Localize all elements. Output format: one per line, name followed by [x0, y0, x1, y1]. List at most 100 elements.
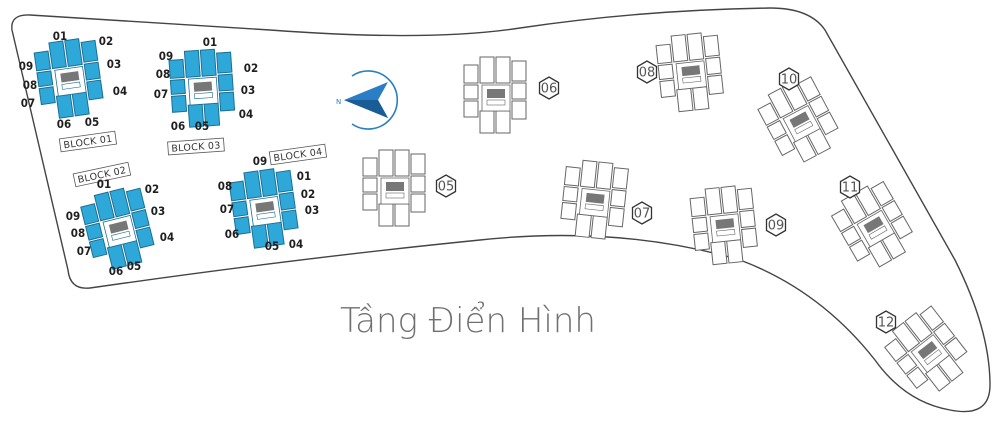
unit-number-label: 05 [85, 115, 99, 129]
unit-shape [774, 134, 796, 157]
unit-shape [410, 153, 426, 175]
unit-shape [170, 94, 188, 113]
tower-footprint [362, 149, 426, 227]
core-shape [487, 89, 505, 98]
block-number-label: 06 [541, 82, 558, 97]
unit-number-label: 01 [97, 177, 111, 191]
unit-number-label: 08 [71, 226, 85, 240]
unit-shape [891, 321, 921, 353]
unit-shape [511, 82, 527, 100]
unit-shape [560, 201, 578, 221]
core-shape [255, 201, 275, 213]
unit-shape [64, 38, 83, 67]
block-name-label: BLOCK 03 [171, 140, 221, 154]
block-tag-frame [58, 130, 118, 153]
tower-units [362, 149, 426, 227]
core-shape [681, 65, 701, 77]
unit-shape [906, 366, 929, 389]
unit-number-label: 04 [113, 84, 127, 98]
core-shape [386, 182, 404, 191]
block-10[interactable]: 10 [754, 67, 844, 170]
core-shape [789, 111, 810, 128]
unit-number-label: 03 [305, 203, 319, 217]
unit-shape [870, 180, 894, 207]
block-11[interactable]: 11 [828, 175, 920, 275]
block-number-badge: 08 [636, 60, 658, 84]
unit-shape [463, 100, 479, 118]
unit-shape [881, 199, 903, 223]
unit-number-label: 03 [107, 57, 121, 71]
unit-shape [720, 185, 739, 214]
unit-shape [692, 86, 710, 111]
unit-shape [659, 79, 676, 98]
hexagon-shape [435, 174, 457, 198]
block-number-badge: 07 [631, 201, 653, 225]
unit-shape [562, 185, 579, 203]
block-09[interactable]: 09 [689, 184, 787, 266]
corridor-shape [486, 99, 506, 106]
lobby-shape [709, 213, 742, 244]
unit-number-label: 04 [289, 237, 303, 251]
unit-shape [609, 188, 627, 208]
unit-shape [88, 238, 108, 259]
site-outline [11, 7, 991, 413]
block-06[interactable]: 06 [463, 56, 560, 134]
corridor-shape [716, 228, 736, 237]
unit-shape [611, 167, 629, 190]
block-number-label: 05 [438, 180, 455, 195]
corridor-shape [256, 211, 276, 220]
unit-shape [80, 203, 100, 226]
unit-shape [231, 200, 249, 218]
unit-shape [378, 149, 394, 177]
tower-units [80, 187, 155, 270]
unit-number-label: 09 [159, 49, 173, 63]
unit-shape [216, 51, 233, 74]
unit-shape [275, 169, 294, 193]
unit-shape [84, 222, 104, 241]
block-number-badge: 11 [839, 175, 861, 199]
unit-shape [563, 166, 581, 187]
unit-shape [579, 159, 598, 189]
unit-number-label: 07 [77, 244, 91, 258]
unit-shape [36, 70, 54, 88]
block-tag-frame [167, 137, 225, 156]
hexagon-shape [636, 60, 658, 84]
block-tag-frame [268, 143, 328, 166]
unit-shape [183, 49, 201, 78]
corridor-shape [385, 192, 405, 199]
block-05[interactable]: 05 [362, 149, 457, 227]
unit-shape [125, 187, 146, 212]
unit-shape [33, 50, 52, 72]
unit-number-label: 07 [220, 202, 234, 216]
tower-footprint [560, 159, 629, 240]
unit-shape [904, 311, 933, 343]
unit-number-label: 02 [99, 34, 113, 48]
unit-shape [890, 215, 913, 240]
corridor-shape [194, 92, 214, 100]
hexagon-shape [631, 201, 653, 225]
unit-shape [726, 239, 744, 264]
unit-shape [199, 48, 217, 77]
unit-shape [574, 213, 592, 238]
unit-shape [704, 187, 723, 216]
unit-shape [840, 193, 868, 225]
corridor-shape [584, 203, 604, 212]
block-08[interactable]: 08 [636, 31, 725, 113]
unit-shape [607, 206, 625, 228]
unit-shape [830, 208, 854, 233]
core-shape [60, 71, 80, 83]
block-07[interactable]: 07 [559, 159, 653, 241]
corridor-shape [682, 75, 702, 84]
unit-shape [233, 216, 251, 236]
unit-shape [135, 226, 155, 249]
block-12[interactable]: 12 [875, 303, 976, 401]
unit-shape [854, 185, 882, 217]
unit-shape [702, 34, 720, 58]
unit-shape [80, 39, 99, 63]
unit-shape [86, 79, 104, 101]
unit-number-label: 08 [218, 179, 232, 193]
unit-shape [816, 111, 839, 136]
